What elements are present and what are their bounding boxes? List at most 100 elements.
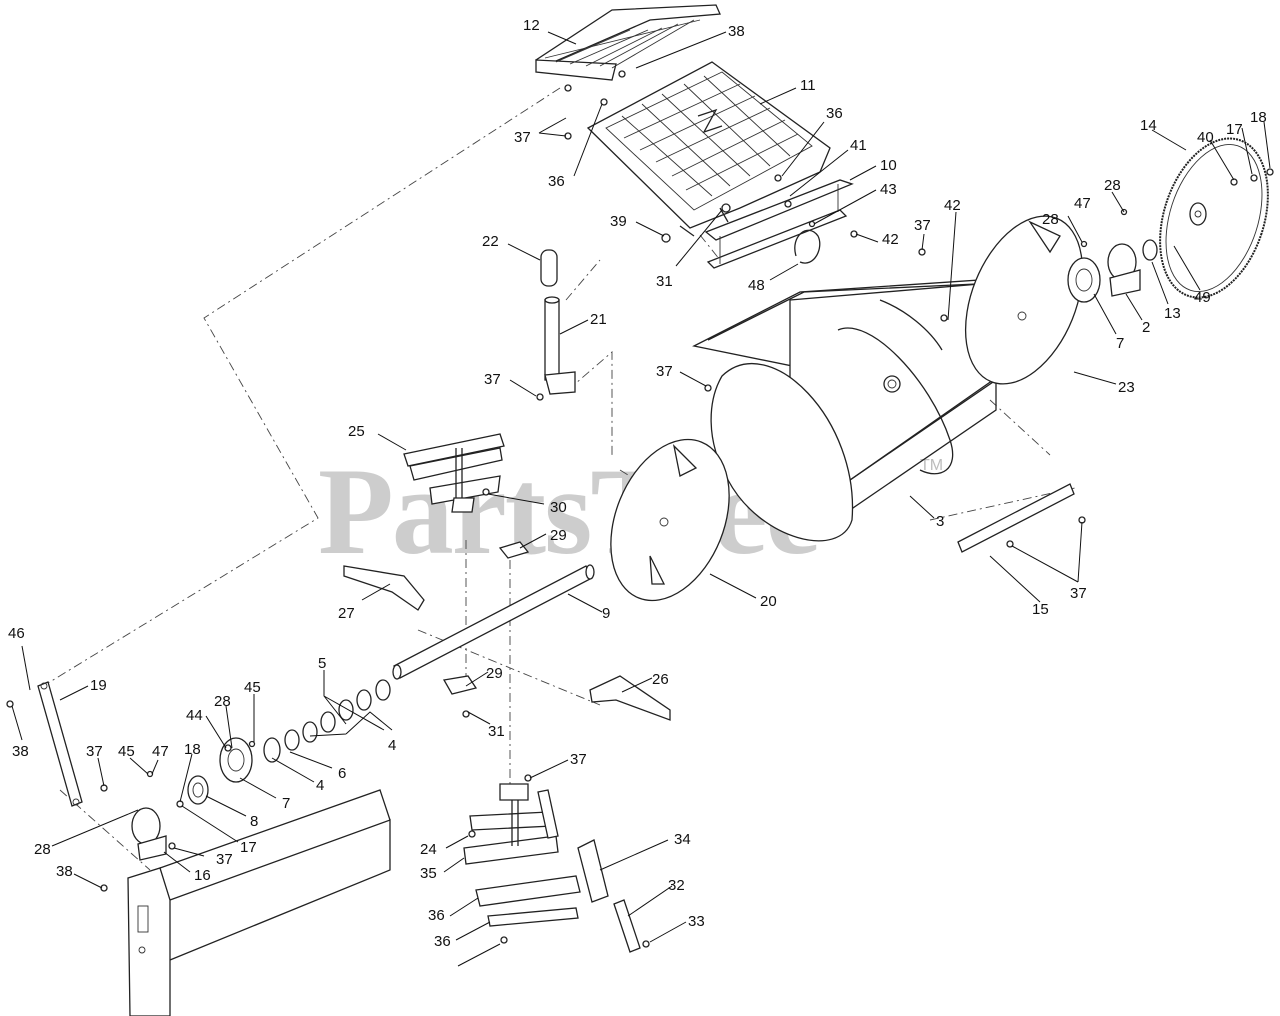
pillow-block-part-16 [131, 807, 167, 861]
callout-48: 48 [748, 277, 765, 294]
callout-37: 37 [216, 851, 233, 868]
callout-27: 27 [338, 605, 355, 622]
watermark-trademark: TM [920, 457, 943, 474]
callout-31: 31 [656, 273, 673, 290]
callout-8: 8 [250, 813, 258, 830]
callout-47: 47 [152, 743, 169, 760]
callout-34: 34 [674, 831, 691, 848]
callout-3: 3 [936, 513, 944, 530]
callout-33: 36 [434, 933, 451, 950]
leader-lines [11, 31, 1271, 967]
callout-24: 35 [420, 865, 437, 882]
bracket-part-26 [589, 675, 671, 721]
callout-6: 6 [338, 765, 346, 782]
callout-14: 14 [1140, 117, 1157, 134]
callout-37: 37 [914, 217, 931, 234]
callout-5: 5 [318, 655, 326, 672]
callout-38: 38 [12, 743, 29, 760]
callout-4: 4 [388, 737, 396, 754]
callout-32: 36 [428, 907, 445, 924]
callout-20: 20 [760, 593, 777, 610]
callout-37: 37 [570, 751, 587, 768]
callout-37: 37 [86, 743, 103, 760]
bar-part-15 [957, 483, 1075, 553]
callout-44: 44 [186, 707, 203, 724]
scraper-plate-part-25 [403, 433, 505, 513]
callout-36: 36 [826, 105, 843, 122]
callout-7: 7 [282, 795, 290, 812]
callout-10: 10 [880, 157, 897, 174]
grid-frame-part-11 [586, 61, 831, 237]
callout-39: 39 [610, 213, 627, 230]
callout-38: 38 [728, 23, 745, 40]
callout-labels: 12 38 11 36 37 36 41 10 43 39 31 48 22 2… [8, 17, 1267, 950]
sprocket-part-14 [1159, 137, 1269, 299]
callout-16: 16 [194, 867, 211, 884]
callout-35: 32 [668, 877, 685, 894]
snap-ring-part-48 [794, 229, 821, 264]
callout-9: 9 [602, 605, 610, 622]
callout-22: 22 [482, 233, 499, 250]
clip-part-29-lower [442, 675, 478, 695]
callout-2: 2 [1142, 319, 1150, 336]
callout-49: 49 [1194, 289, 1211, 306]
callout-41: 41 [850, 137, 867, 154]
pillow-block-part-2 [1107, 243, 1141, 297]
lever-handle-part-21-22 [540, 249, 576, 395]
blade-assembly-part-24 [463, 783, 559, 865]
callout-31: 31 [488, 723, 505, 740]
callout-37: 37 [656, 363, 673, 380]
callout-36: 36 [548, 173, 565, 190]
frame-post [127, 789, 391, 1016]
shaft-part-9 [392, 564, 595, 680]
bearing-flange-part-7-right [1067, 257, 1101, 303]
callout-38: 38 [56, 863, 73, 880]
callout-21: 21 [590, 311, 607, 328]
callout-12: 12 [523, 17, 540, 34]
link-arm-part-19 [37, 681, 83, 807]
hopper-part-3 [692, 279, 997, 542]
callout-40: 40 [1197, 129, 1214, 146]
callout-37: 37 [484, 371, 501, 388]
callout-28: 28 [1104, 177, 1121, 194]
callout-26: 26 [652, 671, 669, 688]
callout-42: 42 [882, 231, 899, 248]
plate-part-34 [577, 839, 609, 903]
bearing-part-8 [187, 775, 209, 805]
callout-46: 46 [8, 625, 25, 642]
callout-28: 28 [214, 693, 231, 710]
callout-37: 37 [1070, 585, 1087, 602]
callout-25: 25 [348, 423, 365, 440]
callout-29: 29 [486, 665, 503, 682]
bearing-flange-part-7-left [219, 737, 253, 783]
callout-15: 15 [1032, 601, 1049, 618]
callout-4: 4 [316, 777, 324, 794]
callout-28: 28 [1042, 211, 1059, 228]
callout-43: 43 [880, 181, 897, 198]
callout-17: 17 [1226, 121, 1243, 138]
callout-13: 13 [1164, 305, 1181, 322]
callout-19: 19 [90, 677, 107, 694]
callout-18: 18 [1250, 109, 1267, 126]
callout-45: 45 [118, 743, 135, 760]
plate-part-35 [613, 899, 641, 953]
blade-part-32 [475, 875, 581, 907]
callout-29: 29 [550, 527, 567, 544]
callout-30: 30 [550, 499, 567, 516]
callout-7: 7 [1116, 335, 1124, 352]
callout-37: 37 [514, 129, 531, 146]
callout-36: 33 [688, 913, 705, 930]
clip-part-29-upper [498, 541, 530, 559]
disc-part-23 [964, 215, 1084, 385]
callout-42: 42 [944, 197, 961, 214]
callout-45: 45 [244, 679, 261, 696]
disc-part-20 [610, 438, 730, 602]
washer-stack-part-4-5-6 [263, 679, 391, 763]
callout-23: 23 [1118, 379, 1135, 396]
callout-28: 28 [34, 841, 51, 858]
callout-17: 17 [240, 839, 257, 856]
callout-11: 11 [800, 77, 816, 94]
callout-37: 24 [420, 841, 437, 858]
blade-part-33 [487, 907, 579, 927]
